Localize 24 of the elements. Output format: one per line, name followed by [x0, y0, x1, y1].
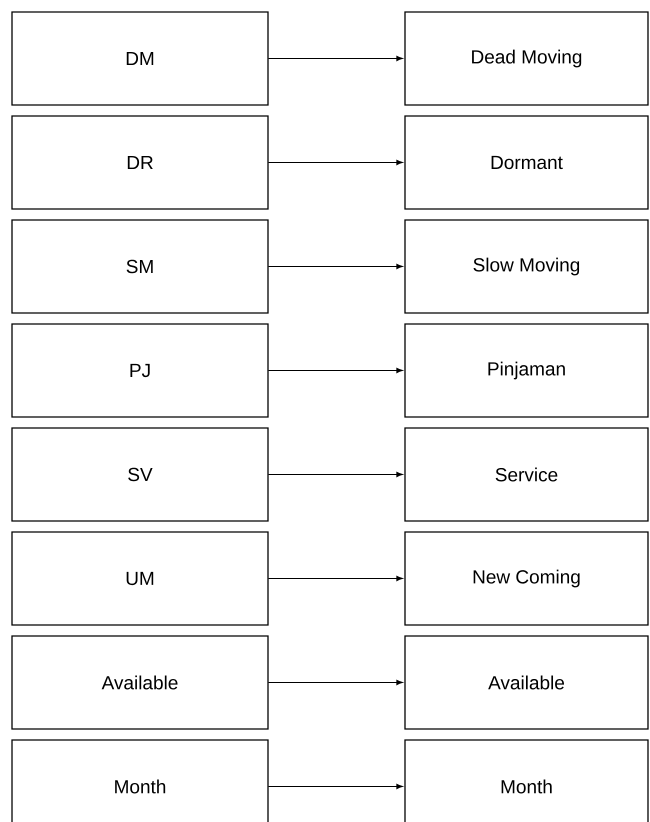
label-box: Dormant	[404, 115, 649, 210]
label-box: DM	[11, 11, 269, 106]
label-box: Dead Moving	[404, 11, 649, 106]
label-box: UM	[11, 531, 269, 626]
arrow	[268, 264, 403, 270]
label-box: DR	[11, 115, 269, 210]
arrow	[268, 160, 403, 166]
label-box: PJ	[11, 323, 269, 418]
label-box: Available	[11, 635, 269, 730]
label-box: Available	[404, 635, 649, 730]
arrow	[268, 680, 403, 686]
arrow	[268, 784, 403, 790]
arrow	[268, 576, 403, 582]
label-box: Service	[404, 427, 649, 522]
label-box: SM	[11, 219, 269, 314]
label-box: SV	[11, 427, 269, 522]
arrow	[268, 56, 403, 62]
label-box: Slow Moving	[404, 219, 649, 314]
label-box: New Coming	[404, 531, 649, 626]
label-box: Month	[11, 739, 269, 822]
arrow	[268, 368, 403, 374]
label-box: Pinjaman	[404, 323, 649, 418]
arrow	[268, 472, 403, 478]
label-box: Month	[404, 739, 649, 822]
